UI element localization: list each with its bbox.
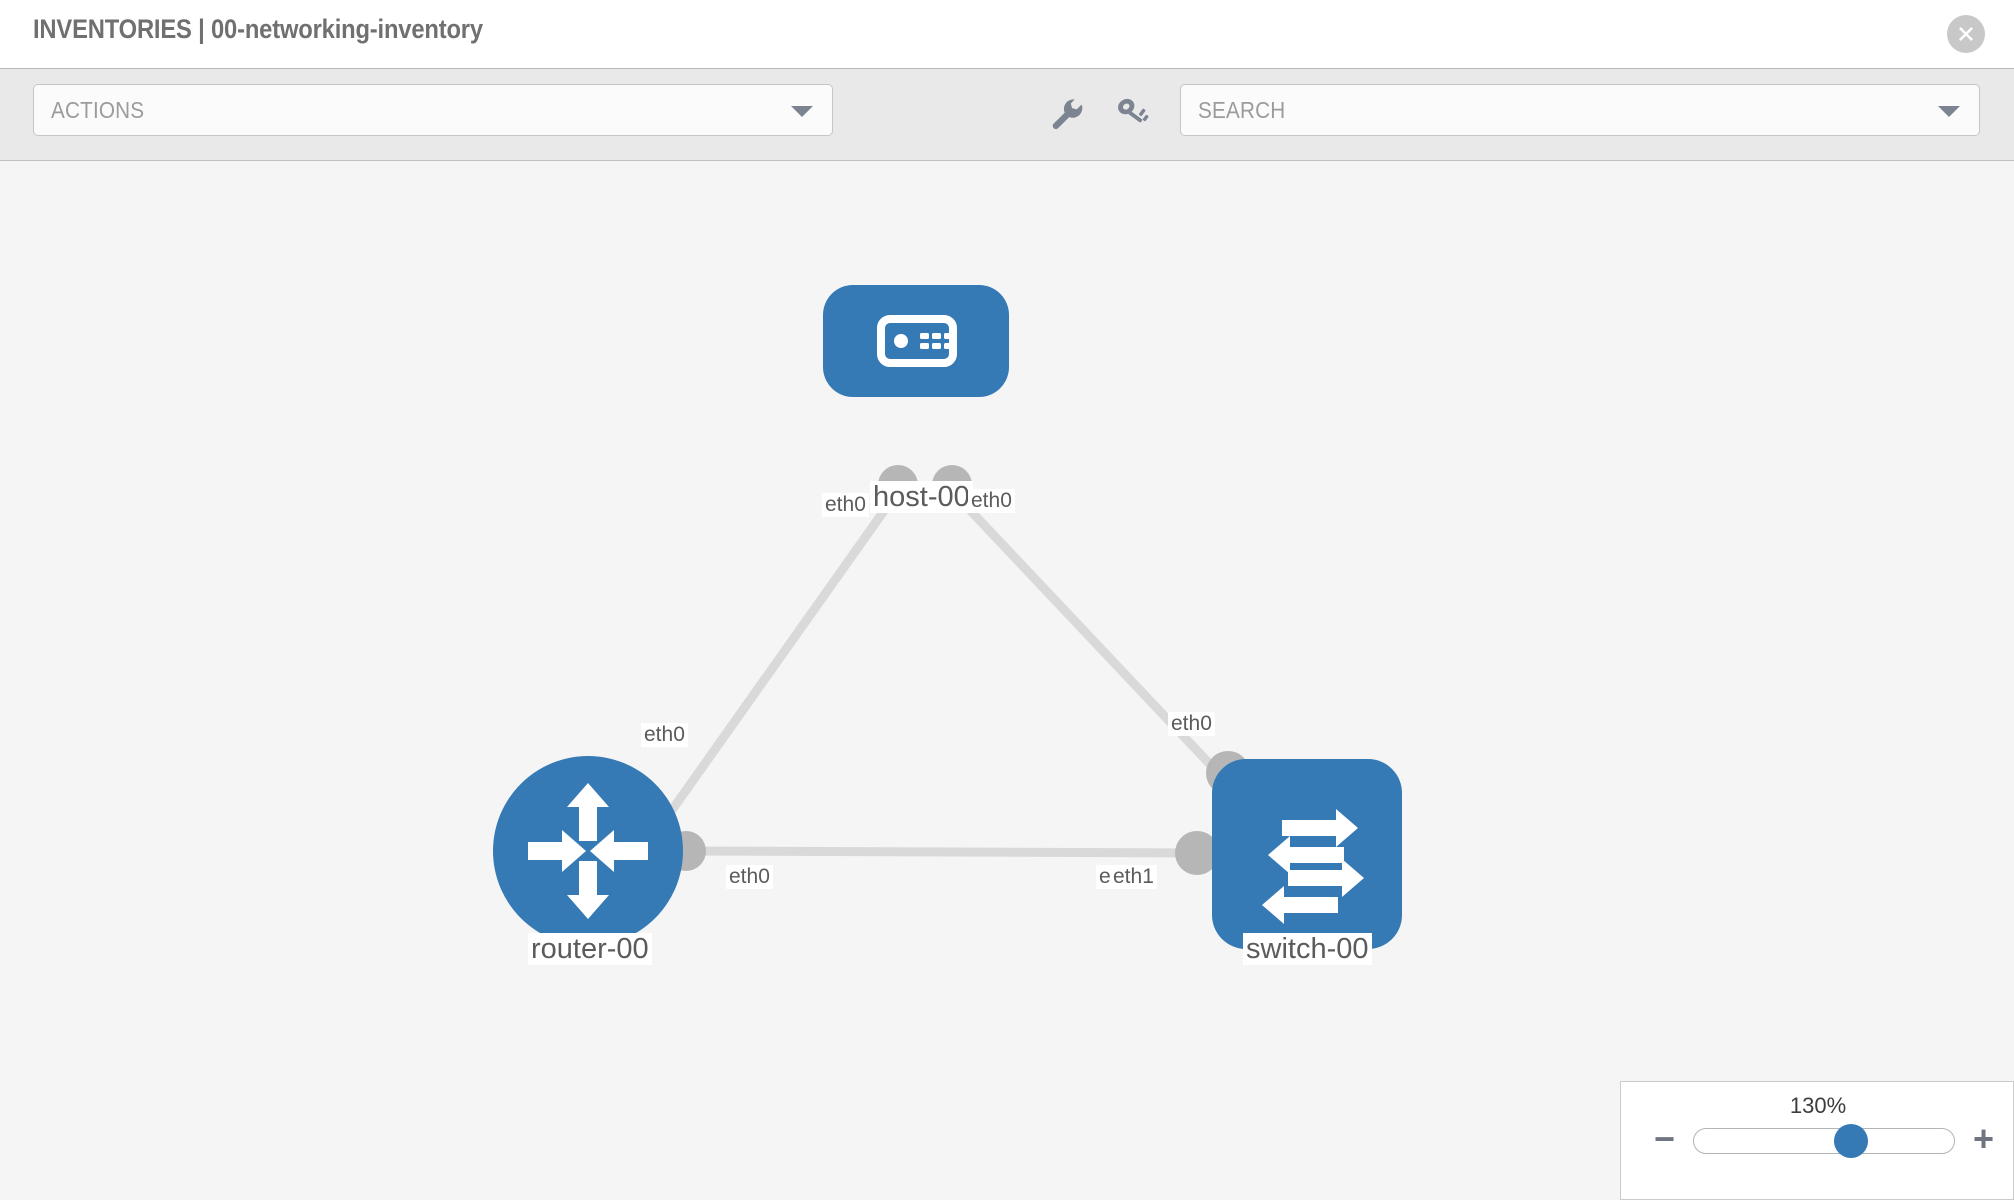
node-router-00-shape[interactable] xyxy=(493,756,683,946)
edge-label-host00-eth0-right: eth0 xyxy=(968,489,1015,514)
node-label-router-00: router-00 xyxy=(528,933,652,966)
zoom-in-button[interactable]: + xyxy=(1973,1118,1995,1159)
edge-label-host00-eth0-left: eth0 xyxy=(822,493,869,518)
four-arrows-inward-icon xyxy=(528,783,648,919)
actions-dropdown[interactable]: ACTIONS xyxy=(33,84,833,136)
zoom-slider-thumb[interactable] xyxy=(1834,1124,1869,1158)
topology-graph xyxy=(493,285,1402,949)
topology-edges xyxy=(656,487,1226,858)
wrench-glyph xyxy=(1052,99,1083,130)
edge-label-switch00-eth1: eth1 xyxy=(1110,865,1157,890)
key-glyph xyxy=(1118,98,1149,123)
node-host-00-shape[interactable] xyxy=(823,285,1009,397)
node-label-switch-00: switch-00 xyxy=(1243,933,1372,966)
wrench-icon[interactable] xyxy=(1046,93,1086,133)
edge-label-switch00-uplink-eth0: eth0 xyxy=(1168,712,1215,737)
zoom-percent-label: 130% xyxy=(1789,1093,1847,1118)
node-host-00[interactable] xyxy=(823,285,1009,397)
topology-canvas[interactable]: eth0 host-00 eth0 eth0 eth0 eth0 eth0 et… xyxy=(0,161,2014,1200)
zoom-control-panel: 130% − + xyxy=(1620,1081,2014,1200)
link-router00-switch00[interactable] xyxy=(682,846,1198,858)
actions-dropdown-label: ACTIONS xyxy=(51,97,145,123)
link-host00-router00[interactable] xyxy=(656,488,902,830)
node-switch-00[interactable] xyxy=(1212,759,1402,949)
search-placeholder: SEARCH xyxy=(1198,97,1286,123)
title-bar: INVENTORIES | 00-networking-inventory xyxy=(0,0,2014,69)
port-switch00-eth1[interactable] xyxy=(1175,831,1219,875)
page-title: INVENTORIES | 00-networking-inventory xyxy=(33,14,483,44)
zoom-slider-track[interactable] xyxy=(1693,1124,1955,1158)
server-appliance-icon xyxy=(877,315,957,367)
chevron-down-icon xyxy=(1938,106,1960,117)
chevron-down-icon xyxy=(791,106,813,117)
zoom-out-button[interactable]: − xyxy=(1654,1118,1676,1159)
close-x-glyph xyxy=(1959,27,1973,41)
edge-label-router00-uplink-eth0: eth0 xyxy=(641,723,688,748)
close-icon[interactable] xyxy=(1947,15,1985,53)
four-arrows-bidirectional-icon xyxy=(1262,809,1364,924)
topology-ports xyxy=(666,465,1250,875)
key-icon[interactable] xyxy=(1112,93,1152,133)
edge-label-router00-eth0: eth0 xyxy=(726,865,773,890)
node-label-host-00: host-00 xyxy=(870,481,973,514)
node-router-00[interactable] xyxy=(493,756,683,946)
search-input[interactable]: SEARCH xyxy=(1180,84,1980,136)
